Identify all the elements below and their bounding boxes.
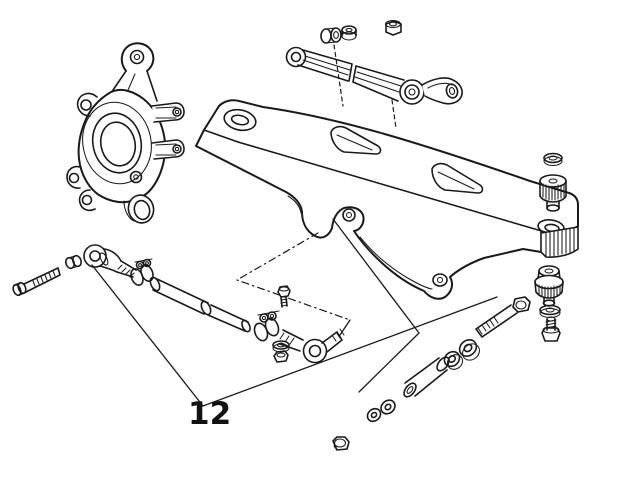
upper-control-arm-front-section [285,46,353,82]
tie-rod-assembly [12,244,345,364]
tie-rod-clamp-front [130,258,154,286]
callout-leader-right [202,296,498,407]
crossmember-leader [332,218,420,393]
upper-control-arm-rear-section [352,65,463,105]
tie-rod-end-inner [279,328,345,364]
upper-control-arm-assembly [285,19,463,129]
callout-label-12: 12 [188,396,231,432]
lower-mount-bolt [541,316,561,342]
upper-mount-washer [543,152,563,167]
arm-washer [341,25,357,41]
leader-arm-dashed [391,99,397,129]
lower-mount-washer [539,304,561,319]
upper-mount-bushing [539,174,567,212]
spacer-washers [366,399,396,423]
arm-lock-nut [384,19,402,36]
tie-rod-clamp-rear [253,310,280,342]
leader-lines [91,218,498,407]
bottom-lock-nut [332,436,350,451]
pivot-flange-nut [458,339,480,361]
callout-leader-left [91,264,204,407]
wheel-knuckle [66,42,185,224]
tie-rod-centerline-tip [339,319,351,336]
tie-rod-spacer [64,254,83,270]
lower-mount-bushing [534,265,564,307]
tie-rod-bolt [12,267,61,297]
clamp-nut [273,350,289,363]
arm-pivot-bushing [320,27,342,44]
leader-bushing-dashed [333,44,344,107]
tie-rod-centerline [236,232,351,321]
pivot-washer [443,350,464,370]
tie-rod-adjuster-sleeve [149,276,251,333]
subframe-crossmember [195,99,579,300]
pivot-bolt-long [475,296,531,338]
tie-rod-end-outer [83,244,137,278]
spacer-tube [403,356,450,398]
clamp-bolt [277,285,291,308]
